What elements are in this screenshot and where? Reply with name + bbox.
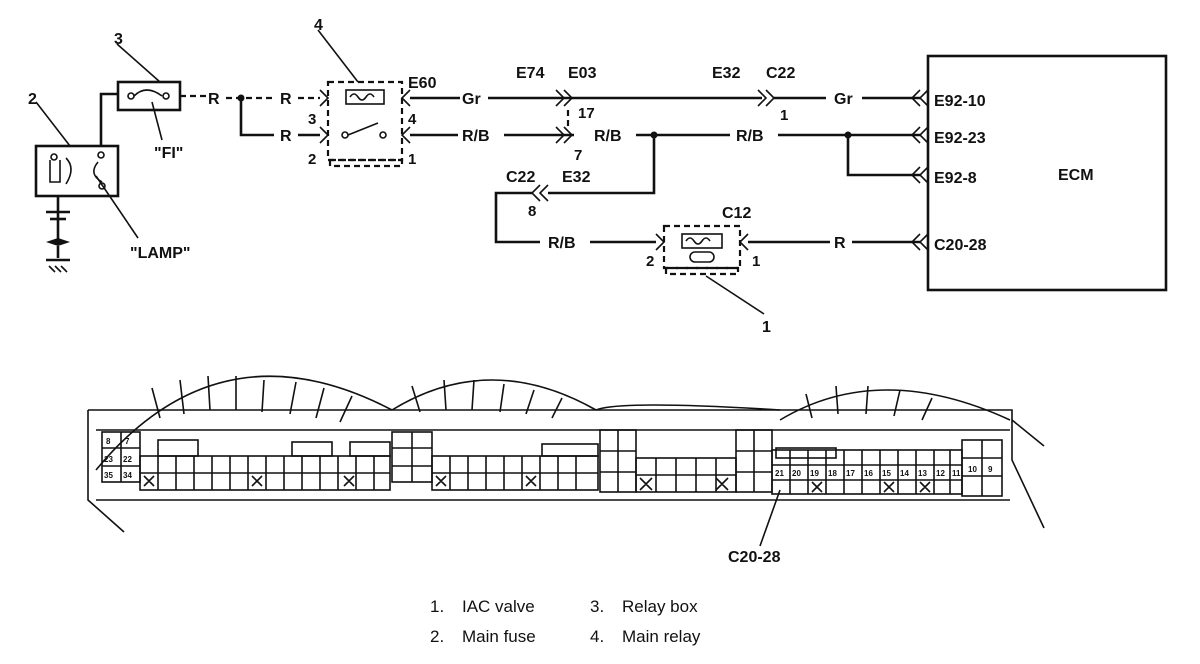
c20-28-callout: C20-28	[728, 549, 781, 566]
pin-num: 34	[123, 471, 132, 480]
main-fuse-box	[34, 144, 120, 198]
legend: 1. IAC valve 2. Main fuse 3. Relay box 4…	[430, 597, 701, 646]
connector-e32-top: E32	[712, 65, 741, 82]
iac-valve	[655, 224, 749, 276]
pin-num: 7	[125, 437, 130, 446]
iac-connector-label: C12	[722, 205, 751, 222]
pin-num: 15	[882, 469, 891, 478]
fi-leader	[151, 101, 163, 141]
fi-fuse	[116, 80, 182, 112]
connector-c22-top: C22	[766, 65, 795, 82]
pin-num: 20	[792, 469, 801, 478]
pin-num: 8	[106, 437, 111, 446]
ecm-connector-view	[87, 375, 1045, 533]
connector-e74-e03-top	[555, 89, 574, 107]
relay-pin-2: 2	[308, 151, 316, 168]
wire-label-rb1: R/B	[462, 128, 490, 145]
callout-1: 1	[762, 319, 771, 336]
pin-num: 18	[828, 469, 837, 478]
pin-c22-8: 8	[528, 203, 536, 220]
callout-3-leader	[116, 43, 161, 83]
callout-4: 4	[314, 17, 323, 34]
wire-label-gr1: Gr	[462, 91, 481, 108]
wire-label-rb4: R/B	[548, 235, 576, 252]
ecm-terminal-e92-10: E92-10	[934, 93, 986, 110]
legend-4-text: Main relay	[622, 627, 701, 646]
c20-28-leader	[759, 489, 781, 547]
pin-c22-1: 1	[780, 107, 788, 124]
legend-1-num: 1.	[430, 597, 444, 616]
ecm-box	[910, 54, 1168, 292]
wire-rb-e92-8	[846, 135, 920, 177]
wire-label-rb2: R/B	[594, 128, 622, 145]
lamp-leader	[95, 175, 139, 239]
lamp-fuse-label: "LAMP"	[130, 245, 191, 262]
legend-4-num: 4.	[590, 627, 604, 646]
legend-1-text: IAC valve	[462, 597, 535, 616]
callout-1-leader	[705, 275, 765, 315]
pin-num: 17	[846, 469, 855, 478]
connector-e74: E74	[516, 65, 545, 82]
pin-num: 10	[968, 465, 977, 474]
iac-pin-1: 1	[752, 253, 760, 270]
ecm-terminal-e92-8: E92-8	[934, 170, 977, 187]
main-relay	[319, 80, 411, 168]
ecm-terminal-c20-28: C20-28	[934, 237, 987, 254]
connector-e03-bottom	[555, 126, 574, 144]
ecm-label: ECM	[1058, 167, 1094, 184]
wire-r-branch	[239, 98, 274, 137]
pin-num: 22	[123, 455, 132, 464]
pin-num: 9	[988, 465, 993, 474]
pin-e03-7: 7	[574, 147, 582, 164]
callout-2: 2	[28, 91, 37, 108]
wire-rb-loop	[494, 191, 540, 244]
legend-3-num: 3.	[590, 597, 604, 616]
pin-num: 23	[104, 455, 113, 464]
wire-label-gr2: Gr	[834, 91, 853, 108]
legend-2-num: 2.	[430, 627, 444, 646]
callout-3: 3	[114, 31, 123, 48]
pin-num: 19	[810, 469, 819, 478]
legend-2-text: Main fuse	[462, 627, 536, 646]
pin-num: 13	[918, 469, 927, 478]
iac-pin-2: 2	[646, 253, 654, 270]
relay-box-connector: E60	[408, 75, 437, 92]
legend-3-text: Relay box	[622, 597, 698, 616]
relay-pin-3: 3	[308, 111, 316, 128]
wire-label-r-iac: R	[834, 235, 846, 252]
battery-ground-icon	[46, 196, 70, 273]
wire-label-r3: R	[280, 128, 292, 145]
pin-num: 16	[864, 469, 873, 478]
pin-num: 21	[775, 469, 784, 478]
connector-e03: E03	[568, 65, 597, 82]
ecm-terminal-e92-23: E92-23	[934, 130, 986, 147]
pin-e03-17: 17	[578, 105, 595, 122]
callout-2-leader	[35, 101, 71, 147]
pin-num: 12	[936, 469, 945, 478]
pin-num: 35	[104, 471, 113, 480]
wire-label-r1: R	[208, 91, 220, 108]
pin-num: 11	[952, 469, 961, 478]
connector-c22-e32-mid	[530, 184, 549, 202]
pin-num: 14	[900, 469, 909, 478]
callout-4-leader	[317, 29, 359, 83]
fuse-feed-wire	[99, 92, 118, 146]
wire-rb-down	[548, 135, 656, 195]
connector-c22-mid: C22	[506, 169, 535, 186]
fi-fuse-label: "FI"	[154, 145, 183, 162]
relay-pin-4: 4	[408, 111, 417, 128]
relay-pin-1: 1	[408, 151, 416, 168]
wire-label-rb3: R/B	[736, 128, 764, 145]
wire-label-r2: R	[280, 91, 292, 108]
connector-e32-mid: E32	[562, 169, 591, 186]
